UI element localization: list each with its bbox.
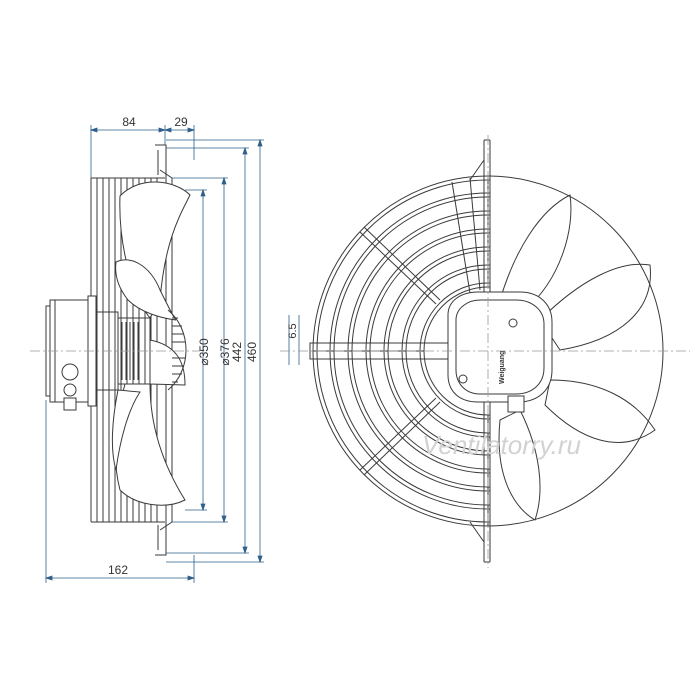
diameter-symbol: ⌀ [197, 358, 211, 365]
dim-162-label: 162 [108, 563, 128, 577]
dim-29-label: 29 [174, 115, 188, 129]
dimension-lines [44, 125, 300, 583]
dim-376-value: 376 [218, 338, 232, 358]
dim-350-label: ⌀350 [197, 338, 211, 366]
dim-350-group: ⌀350 [197, 338, 211, 366]
front-motor-box [309, 291, 553, 413]
dim-6-5-label: 6.5 [287, 323, 299, 338]
dim-6-5-group: 6.5 [287, 323, 299, 338]
brand-label: Weiguang [499, 351, 506, 384]
side-view [45, 144, 191, 556]
dim-376-group: ⌀376 [218, 338, 232, 366]
dim-442-group: 442 [230, 342, 244, 362]
dim-460-group: 460 [245, 342, 259, 362]
hub [167, 309, 187, 391]
dim-350-value: 350 [197, 338, 211, 358]
dim-84-label: 84 [122, 115, 136, 129]
dim-460-label: 460 [245, 342, 259, 362]
watermark-text: Ventilatorry.ru [422, 430, 581, 460]
front-center-lines [280, 135, 690, 568]
side-blades [111, 181, 191, 506]
diameter-symbol: ⌀ [218, 358, 232, 365]
dim-376-label: ⌀376 [218, 338, 232, 366]
dim-442-label: 442 [230, 342, 244, 362]
